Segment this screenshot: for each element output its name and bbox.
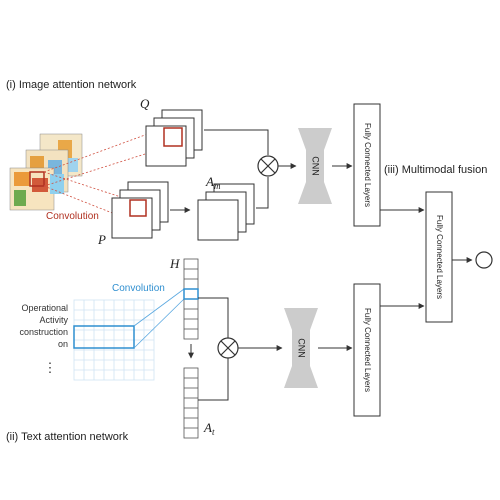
p-label: P [97,232,106,247]
cnn-top-label: CNN [311,156,321,176]
multiply-bottom-icon [217,337,239,359]
text-kernel-box [73,325,135,349]
fusion-title: (iii) Multimodal fusion [384,164,487,176]
q-feature-stack [145,109,203,167]
cnn-bottom-shape [284,308,318,388]
q-to-multiply-line [204,129,269,155]
p-feature-stack [111,181,169,239]
am-to-multiply-line [256,177,269,209]
fc-fusion-label: Fully Connected Layers [435,215,444,299]
q-kernel-box [163,127,183,147]
h-to-multiply-line [198,297,229,338]
fc-top-label: Fully Connected Layers [363,123,372,207]
text-projection-lines [133,288,185,349]
fc-bottom-box [353,283,381,417]
fc-fusion-box [425,191,453,323]
map-image-stack [9,133,83,211]
at-to-multiply-line [198,358,229,401]
text-line-1: Operational [21,303,68,313]
text-line-3: construction [19,327,68,337]
at-column [183,367,199,439]
cnn-bottom-label: CNN [297,338,307,358]
text-line-4: on [58,339,68,349]
embedding-grid [73,299,155,381]
q-label: Q [140,96,150,111]
h-highlight-cell [183,288,199,300]
image-network-title: (i) Image attention network [6,79,137,91]
fc-top-box [353,103,381,227]
am-feature-stack [197,183,255,241]
convolution-image-label: Convolution [46,211,99,222]
h-label: H [169,256,180,271]
convolution-text-label: Convolution [112,283,165,294]
p-kernel-box [129,199,147,217]
cnn-top-shape [298,128,332,204]
am-label: Am [205,174,221,191]
map-image-front [9,167,64,211]
text-network-title: (ii) Text attention network [6,431,129,443]
at-label: At [203,420,215,437]
multiply-top-icon [257,155,279,177]
fc-bottom-label: Fully Connected Layers [363,308,372,392]
output-circle-icon [475,251,493,269]
text-line-2: Activity [39,315,68,325]
text-ellipsis: ⋮ [44,360,57,375]
text-line-labels: Operational Activity construction on ⋮ [19,303,68,375]
